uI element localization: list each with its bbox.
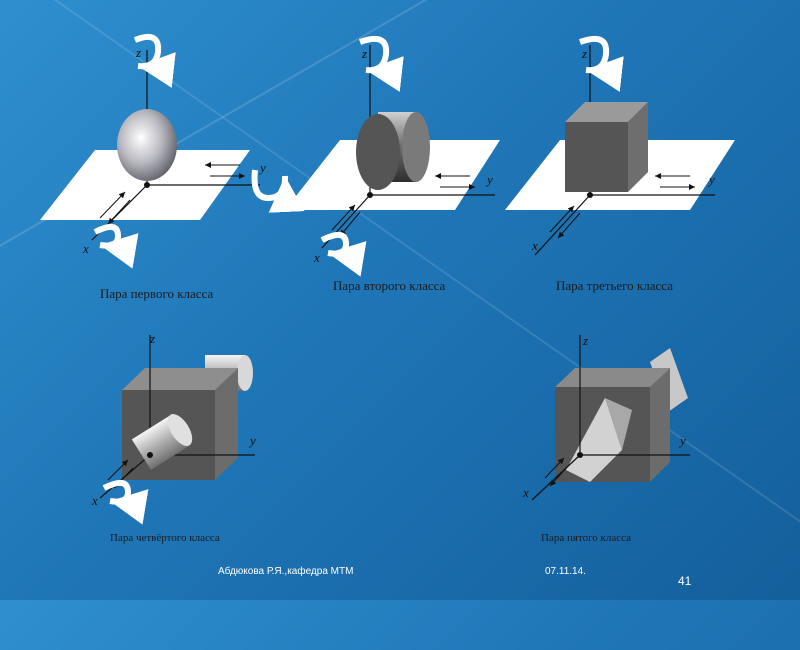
z-label: z xyxy=(581,46,587,61)
pair2-diagram xyxy=(285,36,500,277)
pair5-diagram xyxy=(531,335,690,501)
rotation-arrow-icon xyxy=(133,34,176,88)
cube-top xyxy=(565,102,648,122)
x-label: x xyxy=(82,241,89,256)
x-axis xyxy=(534,194,591,256)
pair3-diagram xyxy=(505,36,735,256)
y-label: y xyxy=(258,160,266,175)
page-number: 41 xyxy=(678,574,692,588)
origin-point xyxy=(147,452,153,458)
prism-face xyxy=(605,398,632,450)
cube-side xyxy=(628,102,648,192)
z-label: z xyxy=(135,45,141,60)
y-label: y xyxy=(678,433,686,448)
origin-point xyxy=(144,182,150,188)
z-label: z xyxy=(361,46,367,61)
cylinder-end xyxy=(167,414,193,446)
origin-point xyxy=(587,192,593,198)
pair4-diagram xyxy=(99,335,255,525)
cube-side xyxy=(650,368,670,482)
cylinder-end xyxy=(237,355,253,391)
caption-pair3: Пара третьего класса xyxy=(556,278,673,293)
cube-side xyxy=(215,368,238,480)
y-label: y xyxy=(485,172,493,187)
cube-top xyxy=(555,368,670,387)
cylinder-end xyxy=(356,114,400,190)
caption-pair1: Пара первого класса xyxy=(100,286,214,301)
rotation-arrow-icon xyxy=(578,36,624,92)
z-label: z xyxy=(149,331,155,346)
footer-date: 07.11.14. xyxy=(545,566,586,577)
x-label: x xyxy=(313,250,320,265)
y-label: y xyxy=(248,433,256,448)
caption-pair5: Пара пятого класса xyxy=(541,532,632,544)
sphere xyxy=(117,109,177,181)
footer-author: Абдюкова Р.Я.,кафедра МТМ xyxy=(218,566,354,577)
cube-front xyxy=(565,122,628,192)
y-label: y xyxy=(707,172,715,187)
slide: z y x z y x xyxy=(40,34,735,588)
rotation-arrow-icon xyxy=(320,231,367,277)
prism-face xyxy=(566,398,622,482)
rotation-arrow-icon xyxy=(93,223,139,269)
rotation-arrow-icon xyxy=(358,36,404,92)
x-axis xyxy=(531,454,581,501)
origin-point xyxy=(367,192,373,198)
x-label: x xyxy=(522,485,529,500)
origin-point xyxy=(577,452,583,458)
caption-pair4: Пара четвёртого класса xyxy=(110,532,220,544)
x-label: x xyxy=(531,238,538,253)
rotation-arrow-icon xyxy=(251,169,305,213)
caption-pair2: Пара второго класса xyxy=(333,278,446,293)
kinematic-pairs-figure: z y x z y x xyxy=(40,34,735,525)
rotation-arrow-icon xyxy=(102,479,149,525)
cylinder-end xyxy=(402,112,430,182)
cube-top xyxy=(122,368,238,390)
pair1-diagram xyxy=(40,34,305,269)
x-label: x xyxy=(91,493,98,508)
z-label: z xyxy=(582,333,588,348)
